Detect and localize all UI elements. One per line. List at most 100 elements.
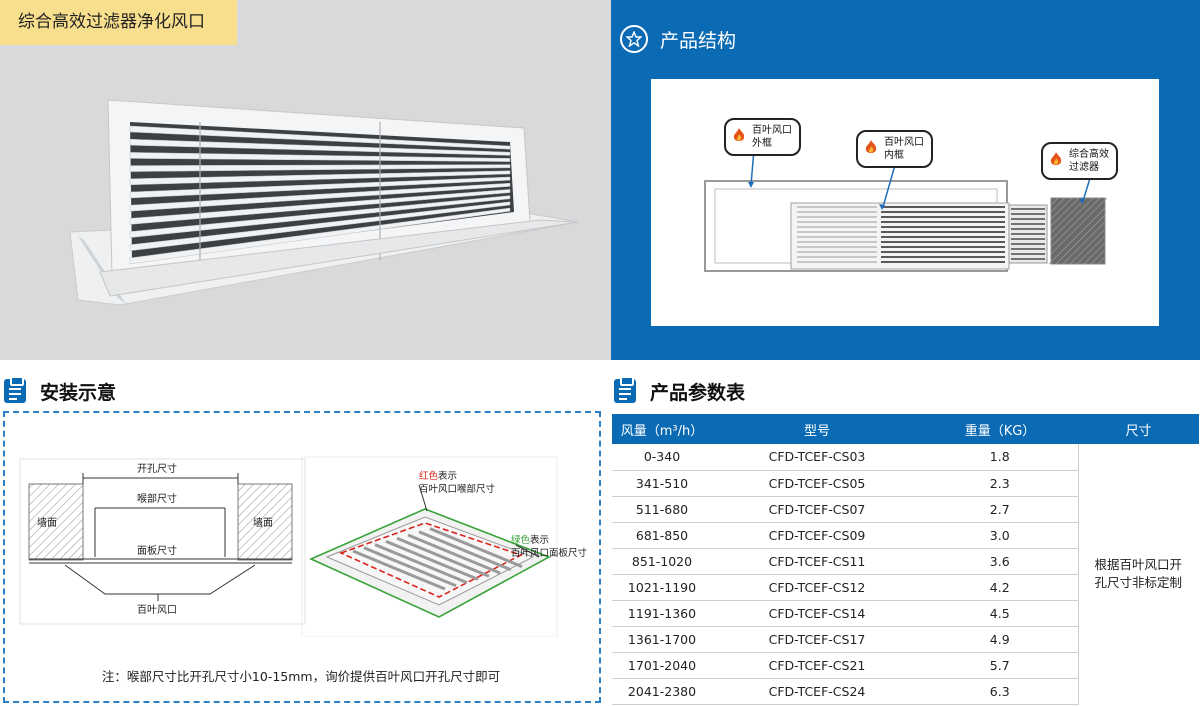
callout-outer-frame-line1: 百叶风口 xyxy=(752,125,792,136)
cell-flow: 1191-1360 xyxy=(612,600,712,627)
cell-flow: 2041-2380 xyxy=(612,678,712,705)
cell-weight: 3.0 xyxy=(922,522,1078,549)
params-title: 产品参数表 xyxy=(650,381,746,404)
structure-diagram-card: 百叶风口 外框 百叶风口 内框 综合高效 过滤器 xyxy=(651,79,1159,326)
callout-filter: 综合高效 过滤器 xyxy=(1041,142,1118,180)
exploded-structure-diagram xyxy=(704,148,1108,272)
filter-mesh-line xyxy=(1069,228,1106,265)
filter-mesh-line xyxy=(1050,197,1101,248)
louver-slat xyxy=(129,125,511,150)
cell-weight: 6.3 xyxy=(922,678,1078,705)
col-header-model: 型号 xyxy=(712,414,922,444)
louver-slat xyxy=(129,138,511,156)
install-slat xyxy=(363,546,457,588)
filter-mesh-line xyxy=(1050,197,1087,234)
legend-green: 绿色表示 xyxy=(511,534,549,546)
product-title-tag: 综合高效过滤器净化风口 xyxy=(0,0,237,45)
filter-mesh-line xyxy=(1050,197,1059,206)
structure-panel: 产品结构 百叶风口 外框 xyxy=(611,0,1200,360)
callout-filter-line1: 综合高效 xyxy=(1069,149,1109,160)
install-note: 注：喉部尺寸比开孔尺寸小10-15mm，询价提供百叶风口开孔尺寸即可 xyxy=(101,669,501,684)
cell-weight: 1.8 xyxy=(922,444,1078,471)
wall-label-left: 墙面 xyxy=(37,516,57,529)
cell-flow: 1021-1190 xyxy=(612,574,712,601)
clipboard-icon xyxy=(614,376,636,403)
legend-red-desc: 百叶风口喉部尺寸 xyxy=(419,483,496,495)
clipboard-icon xyxy=(4,376,26,403)
cell-flow: 851-1020 xyxy=(612,548,712,575)
filter-mesh-line xyxy=(1055,214,1106,265)
size-note-line1: 根据百叶风口开 xyxy=(1094,557,1183,572)
size-note-cell: 根据百叶风口开孔尺寸非标定制 xyxy=(1077,444,1199,704)
wall-label-right: 墙面 xyxy=(253,516,273,529)
install-title: 安装示意 xyxy=(40,381,117,404)
legend-green-word: 绿色 xyxy=(511,534,531,546)
open-hole-label: 开孔尺寸 xyxy=(137,462,177,475)
cell-weight: 4.5 xyxy=(922,600,1078,627)
install-slat xyxy=(352,549,446,591)
cell-weight: 2.3 xyxy=(922,470,1078,497)
filter-mesh-line xyxy=(1097,256,1106,265)
callout-outer-frame-line2: 外框 xyxy=(752,138,772,149)
structure-header: 产品结构 xyxy=(620,22,736,56)
callout-outer-frame: 百叶风口 外框 xyxy=(724,118,801,156)
cell-flow: 681-850 xyxy=(612,522,712,549)
louver-slat xyxy=(129,176,511,199)
callout-inner-frame: 百叶风口 内框 xyxy=(856,130,933,168)
cell-weight: 4.9 xyxy=(922,626,1078,653)
louver-slat xyxy=(129,170,511,186)
cell-weight: 5.7 xyxy=(922,652,1078,679)
cell-weight: 4.2 xyxy=(922,574,1078,601)
callout-inner-frame-line2: 内框 xyxy=(884,150,904,161)
filter-mesh-line xyxy=(1090,249,1106,265)
louver-slat xyxy=(129,201,511,252)
install-slat xyxy=(407,533,501,575)
filter-mesh-line xyxy=(1048,207,1106,265)
filter-mesh-line xyxy=(1050,197,1094,241)
legend-red: 红色表示 xyxy=(419,470,457,482)
louver-slat xyxy=(129,152,511,162)
params-header: 产品参数表 xyxy=(614,376,745,406)
col-header-flow: 风量（m³/h） xyxy=(612,414,712,444)
cell-model: CFD-TCEF-CS07 xyxy=(712,496,922,523)
filter-mesh-line xyxy=(1050,197,1066,213)
cell-model: CFD-TCEF-CS21 xyxy=(712,652,922,679)
cell-weight: 3.6 xyxy=(922,548,1078,575)
louver-slat xyxy=(129,189,511,225)
install-diagram-box: 开孔尺寸 喉部尺寸 墙面 墙面 面板尺寸 百叶风口 红色表示 百叶风口喉部尺寸 … xyxy=(3,411,601,703)
cell-model: CFD-TCEF-CS09 xyxy=(712,522,922,549)
install-slat xyxy=(374,543,468,584)
cell-model: CFD-TCEF-CS11 xyxy=(712,548,922,575)
louver-slat xyxy=(129,182,511,212)
louver-grille-photo xyxy=(69,99,579,306)
table-header-row: 风量（m³/h） 型号 重量（KG） 尺寸 xyxy=(612,414,1199,444)
cell-model: CFD-TCEF-CS24 xyxy=(712,678,922,705)
cell-model: CFD-TCEF-CS12 xyxy=(712,574,922,601)
structure-title: 产品结构 xyxy=(660,29,737,52)
cell-model: CFD-TCEF-CS17 xyxy=(712,626,922,653)
star-icon xyxy=(620,25,648,53)
cell-flow: 1701-2040 xyxy=(612,652,712,679)
cell-flow: 1361-1700 xyxy=(612,626,712,653)
cell-flow: 341-510 xyxy=(612,470,712,497)
callout-filter-line2: 过滤器 xyxy=(1069,162,1099,173)
filter-mesh-line xyxy=(1050,197,1073,220)
callout-inner-frame-line1: 百叶风口 xyxy=(884,137,924,148)
legend-red-word: 红色 xyxy=(419,470,439,482)
col-header-weight: 重量（KG） xyxy=(922,414,1078,444)
filter-mesh-line xyxy=(1050,197,1108,255)
col-header-size: 尺寸 xyxy=(1078,414,1199,444)
louver-label: 百叶风口 xyxy=(137,604,177,616)
flame-icon xyxy=(732,127,746,147)
legend-green-rest: 表示 xyxy=(530,534,549,546)
install-3d-drawing: 红色表示 百叶风口喉部尺寸 绿色表示 百叶风口面板尺寸 xyxy=(301,456,588,637)
